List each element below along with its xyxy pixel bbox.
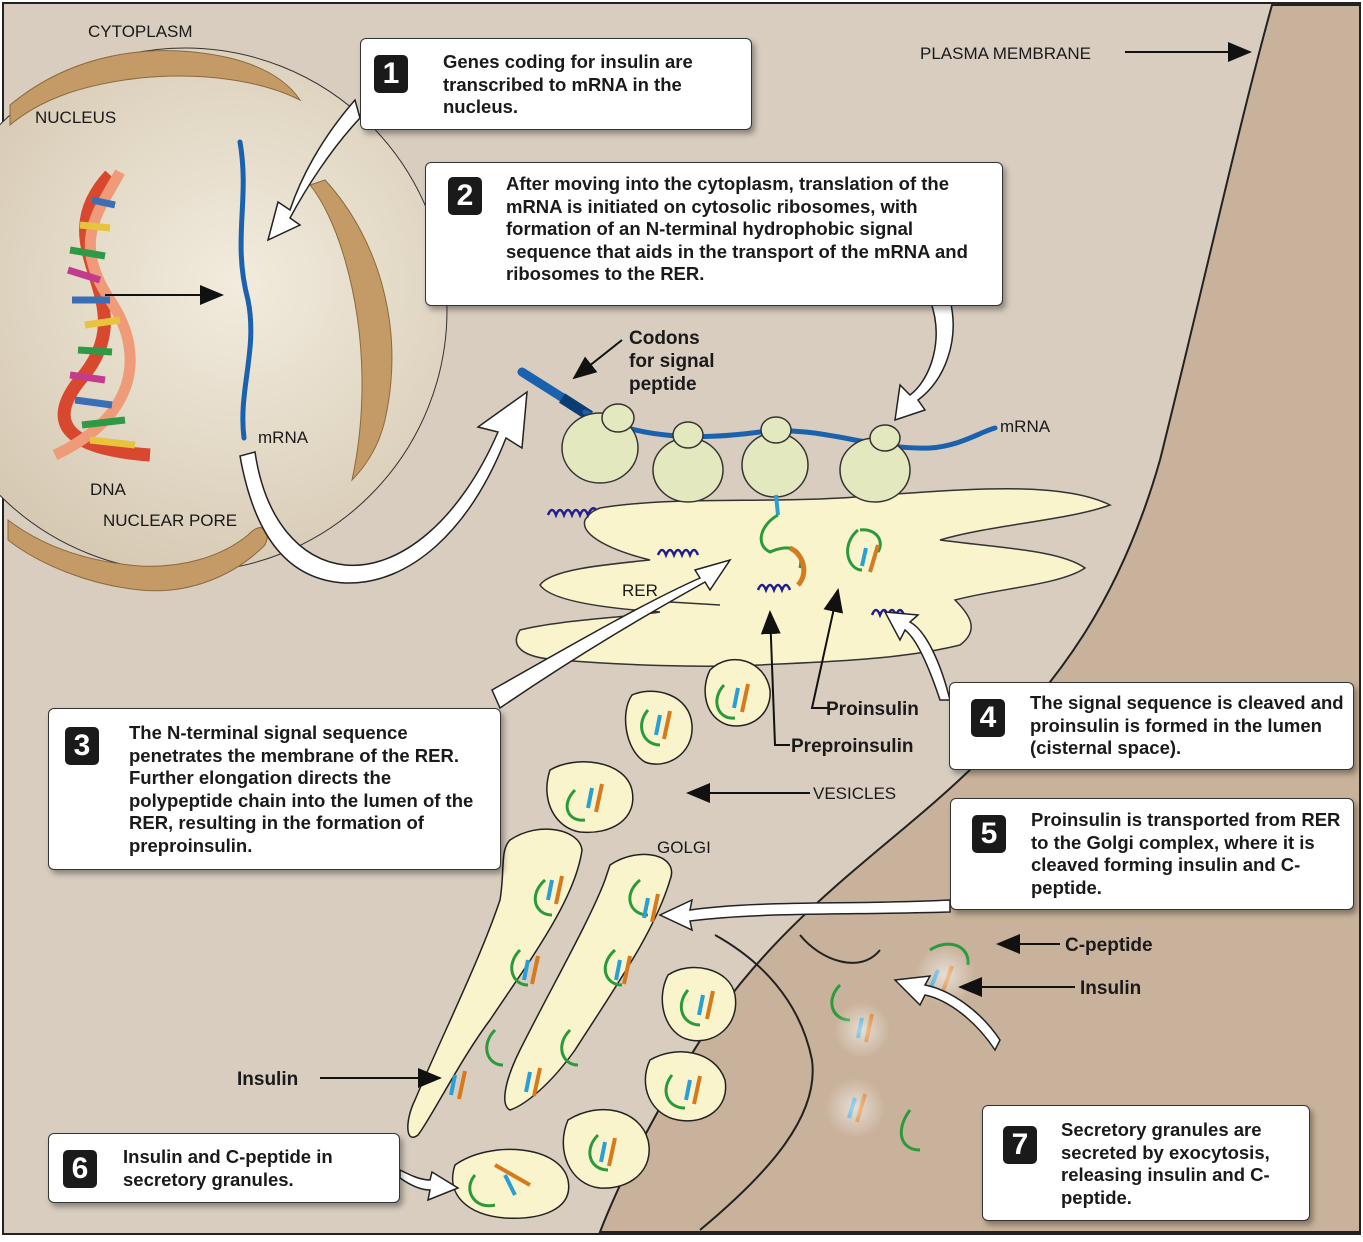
label-mrna-nucleus: mRNA [258,428,309,447]
step-5-callout: 5 Proinsulin is transported from RER to … [950,798,1354,910]
step-1-text: Genes coding for insulin are transcribed… [443,51,743,119]
label-mrna-ribosomes: mRNA [1000,417,1051,436]
step-7-callout: 7 Secretory granules are secreted by exo… [982,1105,1310,1221]
step-6-number: 6 [63,1150,97,1188]
step-3-callout: 3 The N-terminal signal sequence penetra… [48,708,501,870]
step-6-text: Insulin and C-peptide in secretory granu… [123,1146,393,1191]
label-codons-3: peptide [629,374,697,395]
step-1-callout: 1 Genes coding for insulin are transcrib… [360,38,752,130]
label-golgi: GOLGI [657,838,711,857]
step-4-text: The signal sequence is cleaved and proin… [1030,692,1348,760]
label-codons-2: for signal [629,351,715,372]
step-2-callout: 2 After moving into the cytoplasm, trans… [425,162,1003,306]
step-5-text: Proinsulin is transported from RER to th… [1031,809,1349,899]
step-2-number: 2 [448,177,482,215]
label-dna: DNA [90,480,127,499]
label-vesicles: VESICLES [813,784,896,803]
label-nucleus: NUCLEUS [35,108,116,127]
label-nuclear-pore: NUCLEAR PORE [103,511,237,530]
step-4-number: 4 [971,699,1005,737]
label-insulin-left: Insulin [237,1069,298,1090]
label-cytoplasm: CYTOPLASM [88,22,193,41]
step-1-number: 1 [374,55,408,93]
step-7-text: Secretory granules are secreted by exocy… [1061,1119,1306,1209]
step-3-number: 3 [65,727,99,765]
step-4-callout: 4 The signal sequence is cleaved and pro… [949,682,1354,770]
label-preproinsulin: Preproinsulin [791,736,913,757]
label-insulin-right: Insulin [1080,978,1141,999]
step-3-text: The N-terminal signal sequence penetrate… [129,722,494,857]
label-rer: RER [622,581,658,600]
label-proinsulin: Proinsulin [826,699,919,720]
label-plasma-membrane: PLASMA MEMBRANE [920,44,1091,63]
label-codons-1: Codons [629,328,700,349]
label-c-peptide: C-peptide [1065,935,1153,956]
step-6-callout: 6 Insulin and C-peptide in secretory gra… [48,1133,400,1203]
step-2-text: After moving into the cytoplasm, transla… [506,173,998,286]
step-5-number: 5 [972,815,1006,853]
step-7-number: 7 [1003,1126,1037,1164]
